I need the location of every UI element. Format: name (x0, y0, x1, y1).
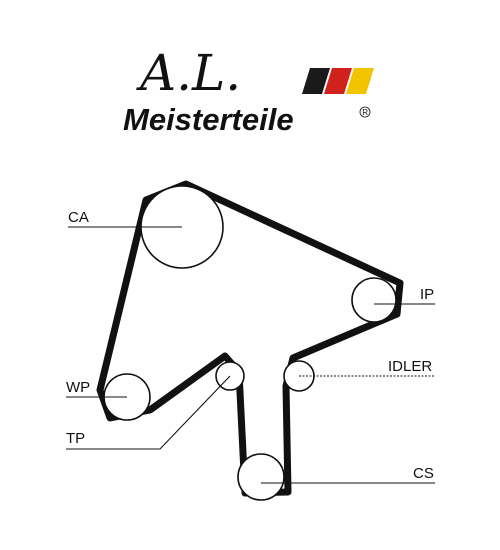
brand-logo: A.L. Meisterteile R (123, 44, 374, 137)
pulley-ip (351, 277, 397, 323)
label-cs: CS (413, 465, 434, 482)
pulley-cs (237, 453, 285, 501)
label-idler: IDLER (388, 358, 432, 375)
flag-stripe-red (324, 68, 352, 94)
label-tp: TP (66, 430, 85, 447)
flag-stripe-black (302, 68, 330, 94)
label-wp: WP (66, 379, 90, 396)
label-ip: IP (420, 286, 434, 303)
registered-mark-circle (359, 106, 371, 118)
registered-mark: R (362, 108, 368, 117)
leader-tp (66, 375, 231, 450)
logo-script: A.L. (136, 44, 241, 102)
logo-brand-name: Meisterteile (123, 102, 294, 137)
flag-stripes (302, 68, 374, 94)
belt-routing-diagram: CA IP WP IDLER TP CS (66, 180, 435, 501)
flag-stripe-gold (346, 68, 374, 94)
label-ca: CA (68, 209, 89, 226)
